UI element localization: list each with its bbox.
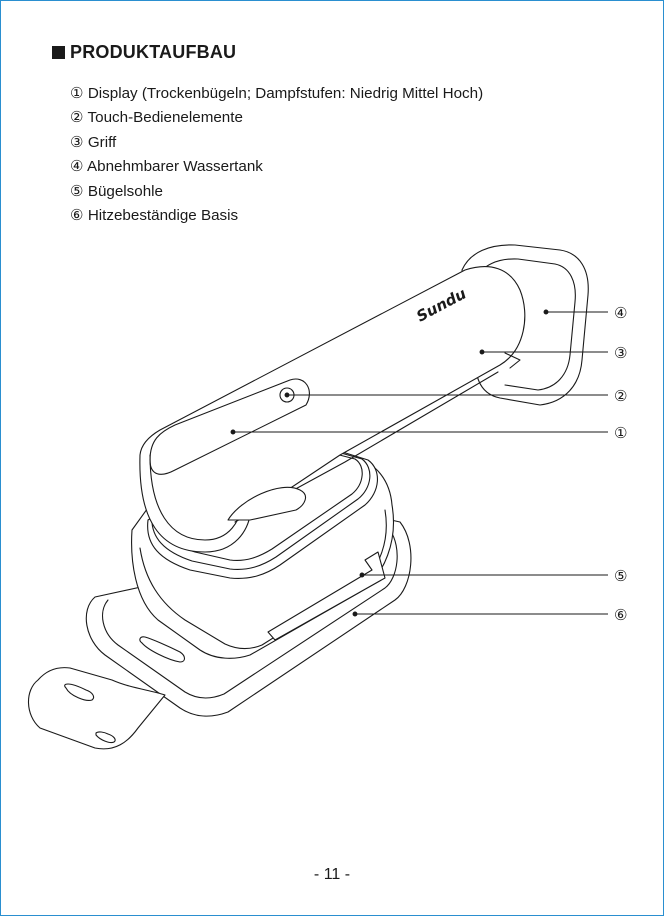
- callout-2: ②: [614, 387, 627, 405]
- callout-5: ⑤: [614, 567, 627, 585]
- callout-3: ③: [614, 344, 627, 362]
- callout-6: ⑥: [614, 606, 627, 624]
- callout-1: ①: [614, 424, 627, 442]
- callout-4: ④: [614, 304, 627, 322]
- page-number: - 11 -: [0, 866, 664, 884]
